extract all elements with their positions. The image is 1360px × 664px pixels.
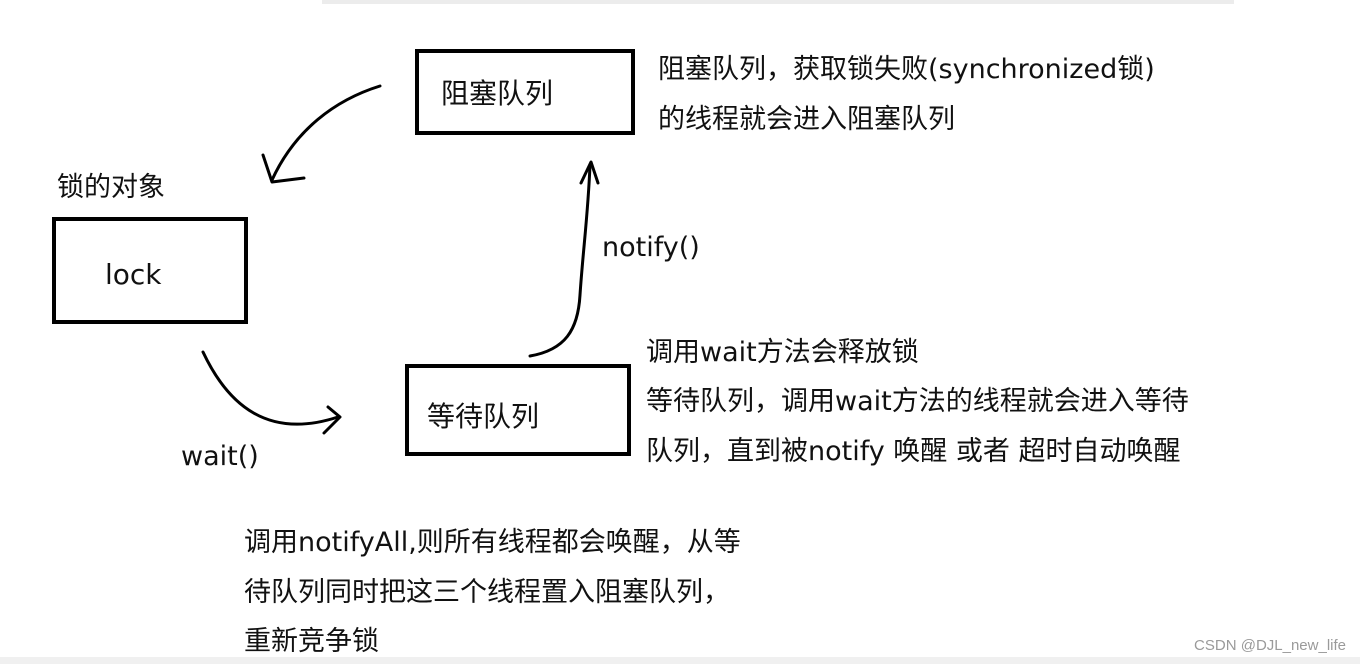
wait-queue-description-line-1: 调用wait方法会释放锁 [646,337,919,368]
arrowhead-wait-to-blocked [579,160,600,185]
arrow-blocked-to-lock [270,84,382,182]
notify-all-note-line-3: 重新竞争锁 [244,626,379,657]
arrow-wait-to-blocked [528,163,592,358]
blocked-queue-title: 阻塞队列 [441,77,554,110]
top-scroll-edge [322,0,1234,4]
wait-queue-box: 等待队列 [405,364,631,456]
notify-all-note-line-2: 待队列同时把这三个线程置入阻塞队列， [244,577,730,608]
blocked-queue-description-line-2: 的线程就会进入阻塞队列 [658,104,955,135]
blocked-queue-description-line-1: 阻塞队列，获取锁失败(synchronized锁) [658,54,1155,85]
lock-object-caption: 锁的对象 [57,172,165,203]
wait-queue-description-line-3: 队列，直到被notify 唤醒 或者 超时自动唤醒 [646,436,1181,467]
wait-queue-description-line-2: 等待队列，调用wait方法的线程就会进入等待 [646,386,1189,417]
blocked-queue-box: 阻塞队列 [415,49,635,135]
lock-object-title: lock [105,258,162,291]
notify-all-note-line-1: 调用notifyAll,则所有线程都会唤醒，从等 [244,527,741,558]
lock-object-box: lock [52,217,248,324]
wait-transition-label: wait() [181,441,259,472]
arrow-lock-to-wait [201,350,340,426]
bottom-scroll-edge [0,657,1360,664]
notify-transition-label: notify() [602,232,700,263]
arrowhead-lock-to-wait [322,405,342,435]
csdn-watermark: CSDN @DJL_new_life [1194,637,1346,654]
arrowhead-blocked-to-lock [261,153,306,184]
wait-queue-title: 等待队列 [427,400,540,433]
